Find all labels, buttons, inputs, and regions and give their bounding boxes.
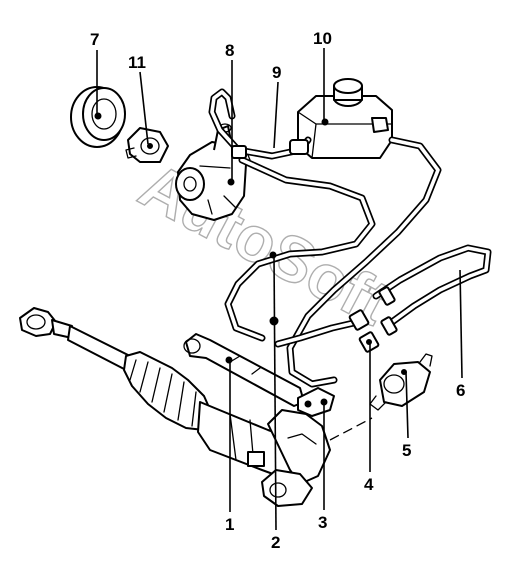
leader-2 bbox=[273, 255, 277, 531]
leader-11 bbox=[139, 71, 149, 145]
leader-9 bbox=[273, 81, 279, 149]
fluid-reservoir bbox=[297, 78, 393, 159]
leader-6 bbox=[459, 269, 463, 379]
pressure-valve bbox=[369, 353, 433, 411]
callout-8: 8 bbox=[225, 41, 234, 60]
callout-9: 9 bbox=[272, 63, 281, 82]
steering-pump bbox=[175, 123, 251, 221]
callout-10: 10 bbox=[313, 29, 332, 48]
callout-1: 1 bbox=[225, 515, 234, 534]
pipe-fitting bbox=[358, 331, 380, 353]
callout-2: 2 bbox=[271, 533, 280, 552]
callout-5: 5 bbox=[402, 441, 411, 460]
pulley-nut bbox=[125, 127, 169, 163]
callout-labels: 7 11 8 9 10 1 2 3 4 5 6 bbox=[90, 29, 465, 552]
hoses bbox=[208, 88, 492, 388]
leader-5 bbox=[405, 371, 409, 439]
leader-lines bbox=[96, 48, 463, 531]
callout-6: 6 bbox=[456, 381, 465, 400]
pulley bbox=[70, 86, 126, 148]
callout-3: 3 bbox=[318, 513, 327, 532]
callout-4: 4 bbox=[364, 475, 374, 494]
callout-7: 7 bbox=[90, 30, 99, 49]
callout-11: 11 bbox=[128, 53, 146, 72]
